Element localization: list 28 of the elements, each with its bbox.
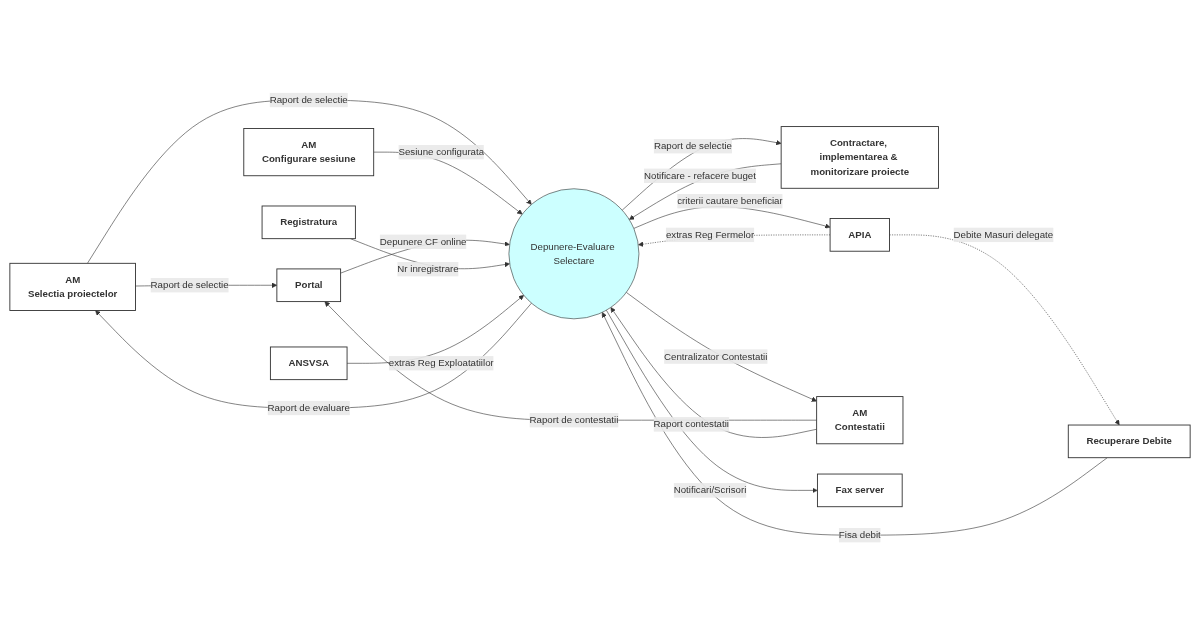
node-box: APIA: [829, 217, 890, 252]
edge-label: Raport de selectie: [653, 140, 732, 152]
edge-label: Depunere CF online: [379, 236, 467, 247]
edge-label: Raport contestatii: [653, 418, 729, 430]
edge-label: Raport de selectie: [150, 279, 229, 290]
node-box: AM Contestatii: [816, 396, 904, 445]
node-box: AM Selectia proiectelor: [9, 262, 136, 311]
edge-label: Raport de contestatii: [529, 414, 619, 425]
edge-label: Nr inregistrare: [397, 263, 459, 274]
node-box: Recuperare Debite: [1067, 424, 1191, 459]
edge-label: Debite Masuri delegate: [953, 229, 1054, 240]
edge-label: Raport de evaluare: [267, 402, 350, 413]
edge-label: Raport de selectie: [269, 94, 348, 105]
node-box: Registratura: [261, 205, 356, 239]
edge-label: Sesiune configurata: [398, 146, 485, 157]
node-circle: Depunere-Evaluare Selectare: [508, 188, 640, 319]
edge-label: extras Reg Fermelor: [665, 229, 755, 240]
edge-label: Centralizator Contestatii: [664, 351, 768, 362]
node-box: Contractare, implementarea & monitorizare proiecte: [780, 126, 939, 189]
edge-label: Fisa debit: [838, 529, 881, 540]
edge-label: extras Reg Exploatatiilor: [388, 357, 494, 369]
node-box: ANSVSA: [269, 346, 348, 380]
node-box: AM Configurare sesiune: [243, 127, 375, 177]
edge-label: Notificare - refacere buget: [644, 170, 756, 181]
edge-label: criterii cautare beneficiar: [677, 195, 783, 207]
node-box: Portal: [276, 268, 342, 302]
node-box: Fax server: [816, 473, 903, 508]
edge-label: Notificari/Scrisori: [673, 484, 747, 496]
